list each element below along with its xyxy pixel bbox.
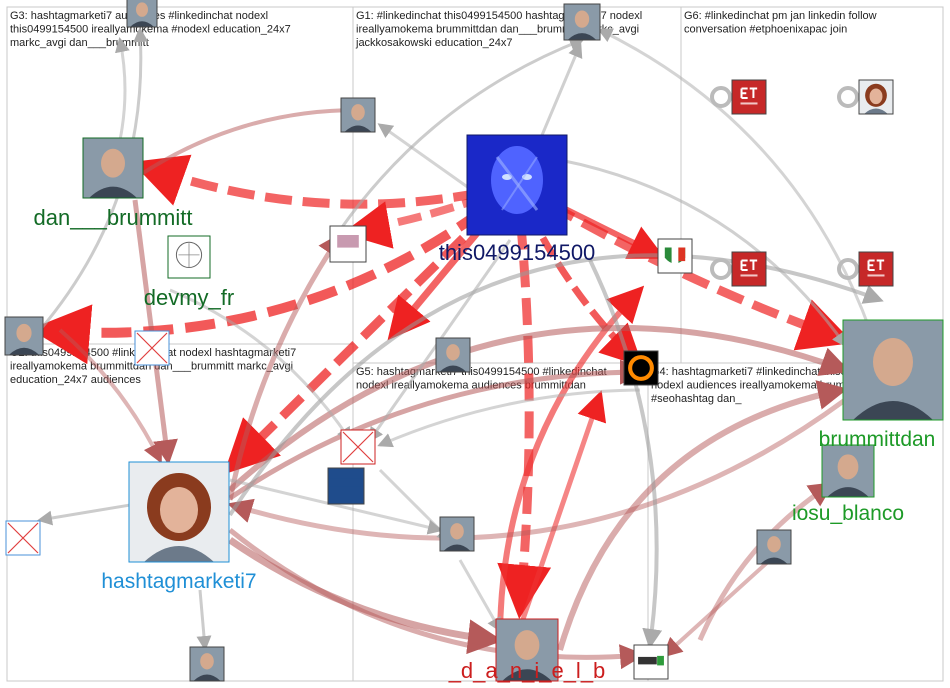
face-blue-icon [467,135,567,235]
graph-edge [460,560,500,630]
graph-node-brummittdan[interactable] [843,320,943,420]
graph-node[interactable] [440,517,474,551]
logo-linkedin-icon [328,468,364,504]
face-man-icon [843,320,943,420]
node-label: devmy_fr [144,285,234,310]
self-loop-edge [839,88,857,106]
node-label: dan___brummitt [34,205,193,230]
logo-et-icon [859,252,893,286]
broken-image-icon [135,331,169,365]
logo-et-icon [732,252,766,286]
graph-node[interactable] [757,530,791,564]
graph-node-devmy-fr[interactable] [168,236,210,278]
ring-fire-icon [624,351,658,385]
graph-edge [665,560,770,655]
flag-icon [658,239,692,273]
graph-edge [540,45,580,140]
graph-node[interactable] [190,647,224,681]
face-man-icon [341,98,375,132]
logo-et-icon [732,80,766,114]
graph-edge [140,165,517,204]
graph-node[interactable] [658,239,692,273]
graph-edge [560,160,845,345]
graph-edge [200,590,205,648]
group-label-g3: markc_avgi dan___brummitt [10,37,149,49]
face-man-icon [127,0,157,27]
graph-edge [140,110,360,175]
group-label-g1: jackkosakowski education_24x7 [355,37,513,49]
graph-node[interactable] [341,430,375,464]
graph-edge [230,328,845,490]
graph-node[interactable] [859,80,893,114]
face-man-icon [5,317,43,355]
graph-node[interactable] [6,521,40,555]
graph-node[interactable] [436,338,470,372]
logo-nodexl-icon [634,645,668,679]
node-label: _d_a_n_i_e_l_b [448,658,606,683]
graph-node[interactable] [330,226,366,262]
face-man-icon [757,530,791,564]
self-loop-edge [712,260,730,278]
graph-node[interactable] [341,98,375,132]
graph-node-iosu-blanco[interactable] [822,445,874,497]
graph-edge [120,40,125,140]
node-label: this0499154500 [439,240,596,265]
graph-node[interactable] [127,0,157,27]
face-man-icon [564,4,600,40]
node-label: hashtagmarketi7 [101,570,256,593]
face-woman-icon [859,80,893,114]
node-label: brummittdan [819,428,936,451]
graph-node[interactable] [634,645,668,679]
group-label-g2: education_24x7 audiences [10,374,141,386]
face-man-icon [436,338,470,372]
graph-node-dan-brummitt[interactable] [83,138,143,198]
logo-devmy-icon [168,236,210,278]
group-label-g6: G6: #linkedinchat pm jan linkedin follow [684,10,877,22]
graph-node-hashtagmarketi7[interactable] [129,462,229,562]
graph-node[interactable] [328,468,364,504]
face-man-icon [440,517,474,551]
broken-image-icon [6,521,40,555]
broken-image-icon [341,430,375,464]
face-woman-icon [129,462,229,562]
graph-node[interactable] [732,80,766,114]
face-man-icon [822,445,874,497]
graph-node[interactable] [135,331,169,365]
face-man-icon [190,647,224,681]
group-label-g4: #seohashtag dan_ [651,393,742,405]
graph-node[interactable] [859,252,893,286]
node-label: iosu_blanco [792,502,904,525]
graph-node[interactable] [624,351,658,385]
self-loop-edge [712,88,730,106]
group-box-g6 [681,7,943,363]
graph-node-this0499154500[interactable] [467,135,567,235]
graph-edge [230,540,496,640]
graph-node[interactable] [564,4,600,40]
face-man-icon [83,138,143,198]
group-label-g6: conversation #etphoenixapac join [684,24,847,36]
graph-node[interactable] [5,317,43,355]
logo-cb-icon [330,226,366,262]
graph-node[interactable] [732,252,766,286]
